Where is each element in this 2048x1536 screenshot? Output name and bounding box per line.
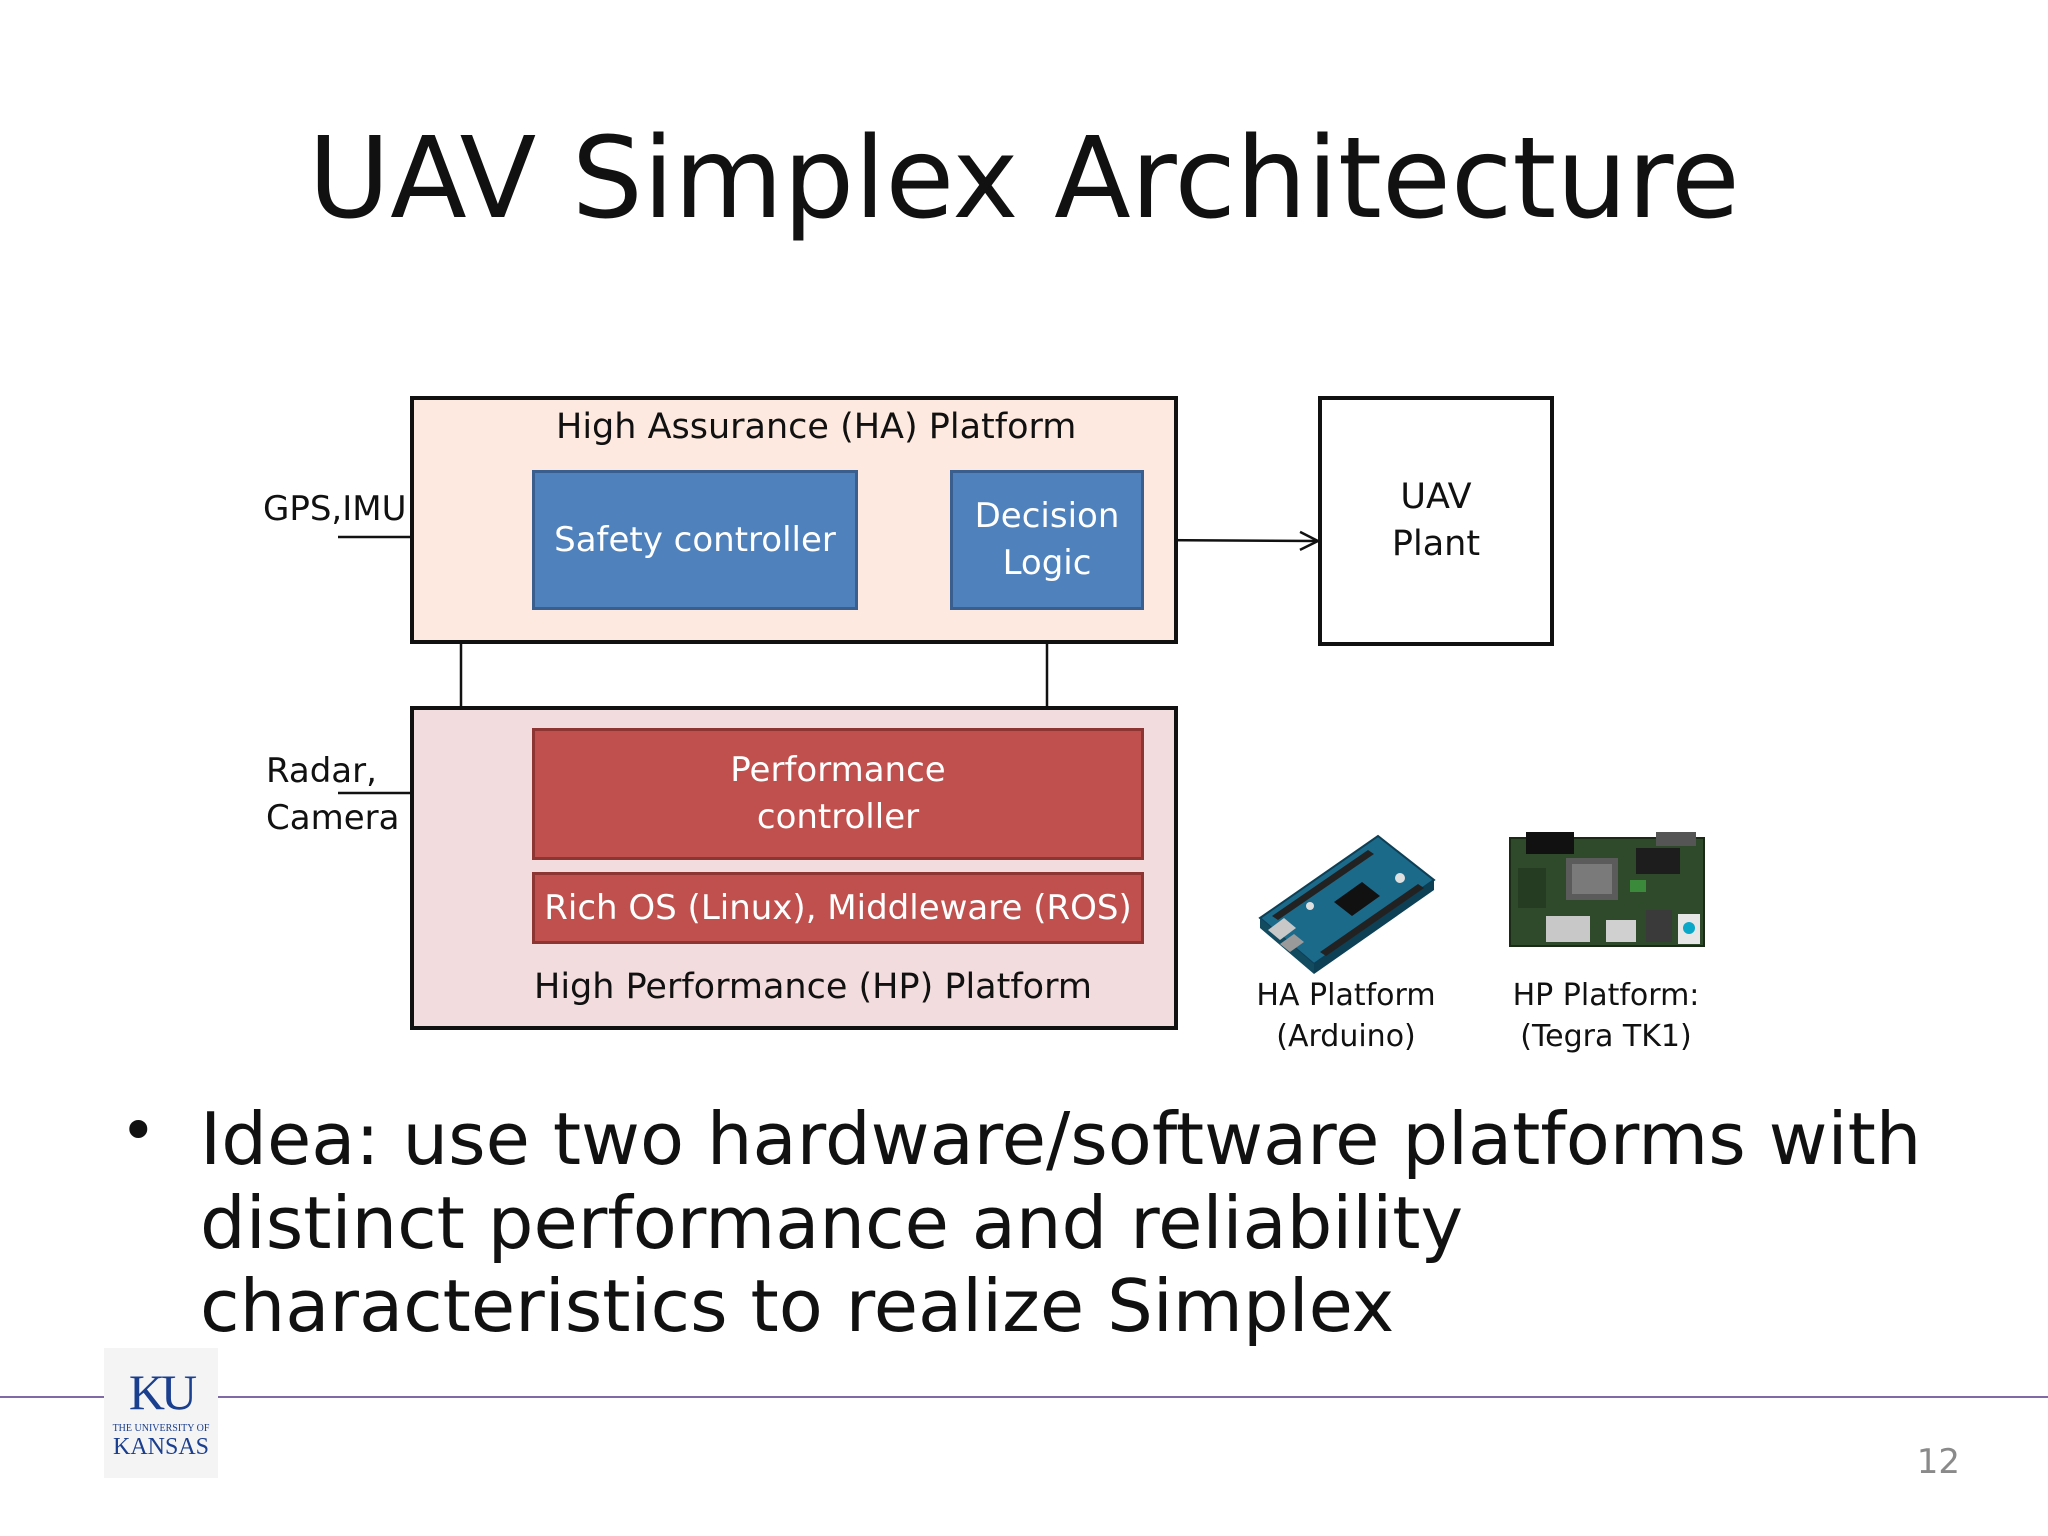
ha-board-caption-line2: (Arduino): [1276, 1018, 1416, 1054]
performance-controller-line1: Performance: [730, 750, 946, 791]
bullet-dot: •: [120, 1094, 157, 1167]
performance-controller-line2: controller: [756, 797, 920, 837]
footer-rule: [0, 1396, 2048, 1398]
bullet-text: Idea: use two hardware/software platform…: [200, 1097, 1960, 1349]
uav-plant-box: UAV Plant: [1318, 396, 1554, 646]
radar-label: Radar,: [266, 751, 377, 791]
gps-imu-label: GPS,IMU: [263, 489, 407, 529]
hp-board-caption-line2: (Tegra TK1): [1520, 1018, 1692, 1054]
decision-logic-line1: Decision: [974, 496, 1120, 537]
ku-logo-mark: KU: [128, 1364, 197, 1420]
ku-logo-line2: KANSAS: [112, 1434, 210, 1460]
camera-label: Camera: [266, 797, 400, 838]
safety-controller-label: Safety controller: [554, 519, 836, 560]
ku-logo: KU THE UNIVERSITY OF KANSAS: [104, 1348, 218, 1478]
hp-board-caption-line1: HP Platform:: [1512, 978, 1700, 1013]
ku-logo-line1: THE UNIVERSITY OF: [112, 1423, 210, 1434]
bullet-line-3: characteristics to realize Simplex: [200, 1264, 1395, 1349]
bullet-line-1: Idea: use two hardware/software platform…: [200, 1097, 1922, 1181]
ha-platform-label: High Assurance (HA) Platform: [556, 407, 1077, 447]
hp-board-caption: HP Platform: (Tegra TK1): [1500, 976, 1712, 1057]
safety-controller-block: Safety controller: [532, 470, 858, 610]
decision-logic-block: Decision Logic: [950, 470, 1144, 610]
slide-title: UAV Simplex Architecture: [308, 114, 1740, 244]
page-number: 12: [1916, 1442, 1960, 1482]
uav-plant-line1: UAV: [1400, 477, 1472, 517]
ha-board-caption: HA Platform (Arduino): [1246, 976, 1446, 1057]
hp-platform-label: High Performance (HP) Platform: [534, 967, 1092, 1007]
radar-camera-label: Radar, Camera: [266, 748, 399, 842]
performance-controller-block: Performance controller: [532, 728, 1144, 860]
tegra-board-image: [1509, 832, 1705, 947]
rich-os-label: Rich OS (Linux), Middleware (ROS): [544, 887, 1132, 928]
rich-os-block: Rich OS (Linux), Middleware (ROS): [532, 872, 1144, 944]
arduino-board-image: [1258, 834, 1436, 974]
decision-logic-line2: Logic: [1002, 543, 1092, 583]
uav-plant-line2: Plant: [1391, 524, 1481, 565]
bullet-line-2: distinct performance and reliability: [200, 1180, 1464, 1265]
ha-board-caption-line1: HA Platform: [1256, 978, 1436, 1013]
